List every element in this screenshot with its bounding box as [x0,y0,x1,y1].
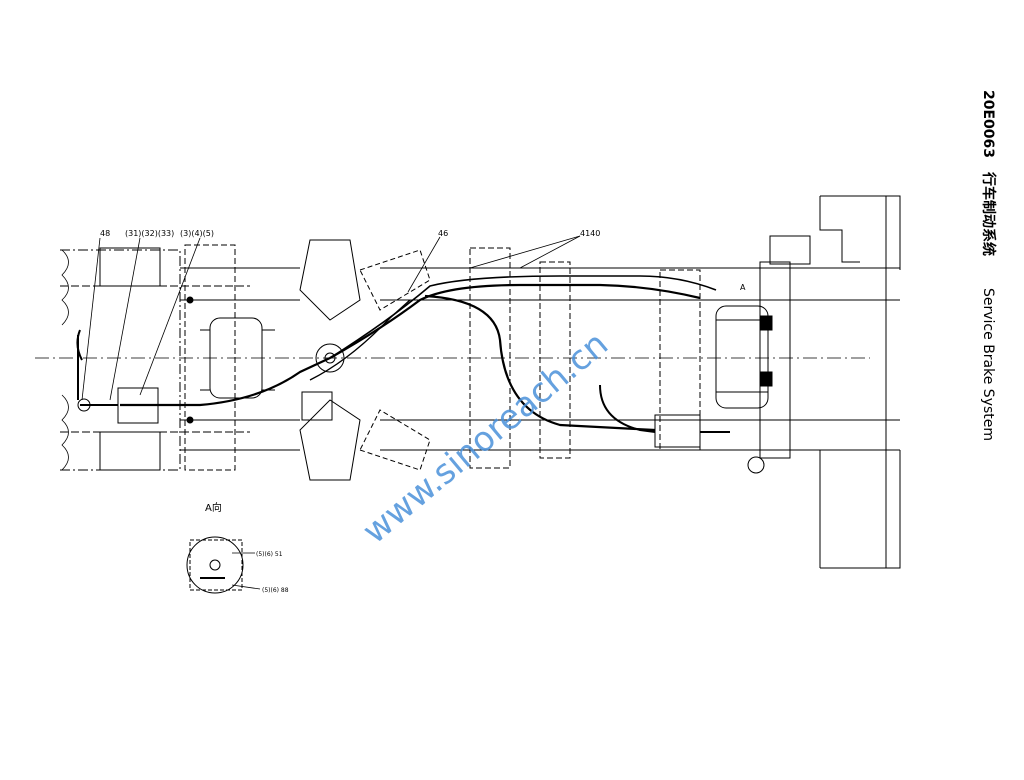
crossmember-4 [759,261,791,459]
front-wheel-lower [99,431,161,471]
view-a-note-2: (5)(6) 88 [262,587,289,594]
callout-48: 48 [100,229,110,238]
differential-housing [209,317,263,399]
callout-3-4-5: (3)(4)(5) [180,229,214,238]
crossmember-1 [469,247,511,469]
callout-31-33: (31)(32)(33) [125,229,174,238]
crossmember-3 [659,269,701,451]
air-tank [715,305,769,409]
drawing-number: 20E0063 [980,90,996,158]
view-a-note-1: (5)(6) 51 [256,551,283,558]
relay-valve [301,391,333,421]
title-en: Service Brake System [980,288,996,440]
callout-46: 46 [438,229,448,238]
rear-frame-upper [820,195,901,270]
front-wheel-upper [99,247,161,287]
rear-brake-line [424,294,656,432]
callout-4140: 4140 [580,229,600,238]
callout-view-mark: A [740,283,746,292]
title-cn: 行车制动系统 [980,171,997,256]
rear-valve [769,235,811,265]
bracket-upper [299,239,361,321]
title-block: 20E0063 行车制动系统 Service Brake System [980,90,997,440]
front-brake-line [120,357,331,407]
pivot-hub [315,343,345,373]
view-a-label: A向 [205,501,222,514]
view-a-detail [186,536,244,594]
rear-frame-lower [820,450,901,569]
crossmember-2 [539,261,571,459]
bracket-lower [299,399,361,481]
